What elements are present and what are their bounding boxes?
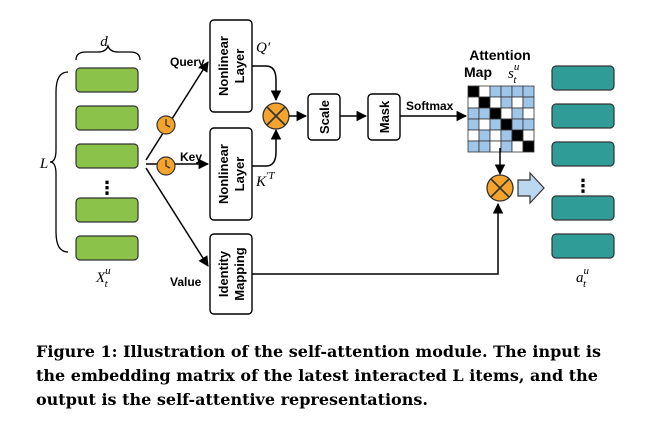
q-to-multiply	[252, 65, 282, 102]
svg-text:Mask: Mask	[377, 100, 392, 133]
attention-cell	[511, 129, 524, 142]
svg-text:Scale: Scale	[317, 100, 332, 134]
scale-box: Scale	[307, 93, 341, 141]
attention-map-grid	[467, 85, 535, 153]
dim-label: d	[100, 34, 108, 50]
key-label: Key	[180, 150, 202, 164]
output-arrow-icon	[517, 171, 545, 205]
svg-text:Layer: Layer	[232, 49, 247, 84]
attention-cell	[478, 129, 491, 142]
attention-cell	[489, 118, 502, 131]
attention-cell	[489, 96, 502, 109]
output-ellipsis: ⋮	[574, 176, 592, 197]
attention-cell	[467, 107, 480, 120]
attention-map-title: Attention	[469, 47, 530, 63]
attention-cell	[467, 118, 480, 131]
attention-cell	[500, 118, 513, 131]
attention-cell	[478, 85, 491, 98]
attention-cell	[467, 140, 480, 153]
attention-cell	[478, 96, 491, 109]
svg-text:Nonlinear: Nonlinear	[216, 144, 231, 204]
attention-cell	[467, 96, 480, 109]
multiply-icon	[486, 174, 514, 202]
attention-cell	[478, 107, 491, 120]
mask-box: Mask	[367, 93, 401, 141]
attention-cell	[522, 129, 535, 142]
attention-cell	[500, 129, 513, 142]
input-row	[75, 143, 139, 169]
clock-icon	[156, 115, 176, 135]
attention-cell	[522, 96, 535, 109]
attention-cell	[522, 107, 535, 120]
figure-caption: Figure 1: Illustration of the self-atten…	[36, 342, 601, 409]
attention-cell	[511, 96, 524, 109]
attention-map-subtitle: Map	[464, 64, 492, 80]
attention-cell	[522, 85, 535, 98]
svg-text:Layer: Layer	[232, 157, 247, 192]
attention-cell	[489, 85, 502, 98]
attention-cell	[522, 118, 535, 131]
attention-cell	[478, 140, 491, 153]
attention-cell	[522, 140, 535, 153]
svg-text:Nonlinear: Nonlinear	[216, 36, 231, 96]
attention-cell	[489, 107, 502, 120]
query-arrow	[145, 61, 209, 161]
attention-cell	[467, 129, 480, 142]
attention-cell	[489, 129, 502, 142]
attention-cell	[500, 96, 513, 109]
attention-cell	[467, 85, 480, 98]
value-label: Value	[170, 275, 202, 289]
output-row	[551, 233, 615, 259]
output-row	[551, 65, 615, 91]
output-row	[551, 195, 615, 221]
k-to-multiply	[252, 128, 282, 167]
input-row	[75, 67, 139, 93]
nonlinear-layer-query: Nonlinear Layer	[209, 19, 253, 113]
identity-mapping: Identity Mapping	[209, 233, 253, 315]
attention-cell	[511, 85, 524, 98]
input-row	[75, 105, 139, 131]
dim-brace	[75, 43, 141, 61]
output-row	[551, 103, 615, 129]
softmax-label: Softmax	[406, 99, 454, 113]
multiply-icon	[262, 102, 290, 130]
attention-cell	[478, 118, 491, 131]
clock-icon	[156, 156, 176, 176]
attention-cell	[500, 85, 513, 98]
input-row	[75, 197, 139, 223]
value-to-multiply	[252, 202, 504, 275]
nonlinear-layer-key: Nonlinear Layer	[209, 127, 253, 221]
input-row	[75, 235, 139, 261]
attention-cell	[500, 107, 513, 120]
value-arrow	[145, 167, 209, 267]
q-label: Q′	[256, 40, 271, 56]
len-brace	[49, 71, 69, 253]
k-label: K′T	[255, 170, 275, 190]
query-label: Query	[170, 55, 205, 69]
attention-cell	[511, 140, 524, 153]
output-row	[551, 141, 615, 167]
svg-text:Identity: Identity	[216, 250, 231, 297]
input-ellipsis: ⋮	[98, 178, 116, 199]
attention-cell	[511, 118, 524, 131]
len-label: L	[39, 156, 48, 172]
svg-text:Mapping: Mapping	[232, 247, 247, 300]
attention-cell	[511, 107, 524, 120]
attention-cell	[500, 140, 513, 153]
